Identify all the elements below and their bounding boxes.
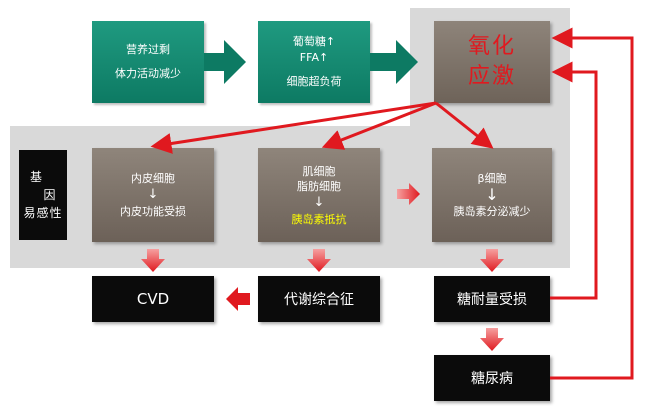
glucose-tolerance-label: 糖耐量受损 bbox=[457, 292, 527, 308]
musclefat-to-betacell-arrow bbox=[397, 183, 420, 205]
diabetes-feedback-arrow bbox=[550, 27, 634, 380]
glucose-line2: FFA↑ bbox=[299, 51, 329, 64]
diabetes-label: 糖尿病 bbox=[471, 371, 513, 387]
green-flow-arrow-icon bbox=[204, 40, 246, 84]
beta-cell-bottom: 胰岛素分泌减少 bbox=[453, 205, 531, 218]
glucose-tolerance-box: 糖耐量受损 bbox=[434, 276, 550, 322]
stress-to-endothelial-arrow bbox=[150, 101, 437, 154]
muscle-fat-box: 肌细胞 脂肪细胞 ↓ 胰岛素抵抗 bbox=[258, 148, 380, 242]
gene-susceptibility-box: 基 因 易感性 bbox=[19, 150, 67, 240]
glucose-line1: 葡萄糖↑ bbox=[292, 35, 336, 48]
cvd-label: CVD bbox=[136, 290, 170, 308]
metabolic-to-cvd-arrow bbox=[226, 287, 250, 311]
nutrition-box: 营养过剩 体力活动减少 bbox=[92, 21, 204, 103]
muscle-fat-top2: 脂肪细胞 bbox=[297, 179, 341, 193]
endothelial-top: 内皮细胞 bbox=[131, 172, 175, 185]
oxidative-stress-line2: 应激 bbox=[467, 64, 516, 89]
down-arrow-icon: ↓ bbox=[147, 187, 159, 202]
muscle-fat-bottom: 胰岛素抵抗 bbox=[291, 212, 347, 226]
nutrition-line1: 营养过剩 bbox=[126, 43, 170, 56]
endothelial-bottom: 内皮功能受损 bbox=[120, 205, 186, 218]
down-arrow-icon: ↓ bbox=[313, 194, 325, 210]
stress-to-musclefat-arrow bbox=[321, 101, 437, 150]
glucose-box: 葡萄糖↑ FFA↑ 细胞超负荷 bbox=[258, 21, 370, 103]
metabolic-syndrome-label: 代谢综合征 bbox=[284, 292, 354, 308]
betacell-to-tolerance-arrow bbox=[480, 249, 504, 272]
oxidative-stress-box: 氧化 应激 bbox=[434, 21, 550, 103]
beta-cell-top: β细胞 bbox=[477, 172, 507, 185]
endothelial-to-cvd-arrow bbox=[141, 249, 165, 272]
gene-char-3: 易感性 bbox=[23, 206, 63, 220]
musclefat-to-metabolic-arrow bbox=[307, 249, 331, 272]
green-flow-arrow-icon bbox=[370, 40, 418, 84]
glucose-line3: 细胞超负荷 bbox=[286, 75, 342, 88]
stress-to-betacell-arrow bbox=[435, 101, 494, 149]
gene-char-2: 因 bbox=[43, 188, 57, 202]
metabolic-syndrome-box: 代谢综合征 bbox=[258, 276, 380, 322]
tolerance-to-diabetes-arrow bbox=[480, 328, 504, 351]
endothelial-box: 内皮细胞 ↓ 内皮功能受损 bbox=[92, 148, 214, 242]
diabetes-box: 糖尿病 bbox=[434, 355, 550, 401]
nutrition-line2: 体力活动减少 bbox=[115, 67, 181, 80]
down-arrow-icon: ↓ bbox=[485, 185, 499, 204]
muscle-fat-top1: 肌细胞 bbox=[302, 164, 336, 178]
gene-char-1: 基 bbox=[29, 170, 42, 184]
oxidative-stress-line1: 氧化 bbox=[467, 34, 516, 59]
beta-cell-box: β细胞 ↓ 胰岛素分泌减少 bbox=[432, 148, 552, 242]
cvd-box: CVD bbox=[92, 276, 214, 322]
tolerance-feedback-arrow bbox=[550, 61, 598, 300]
